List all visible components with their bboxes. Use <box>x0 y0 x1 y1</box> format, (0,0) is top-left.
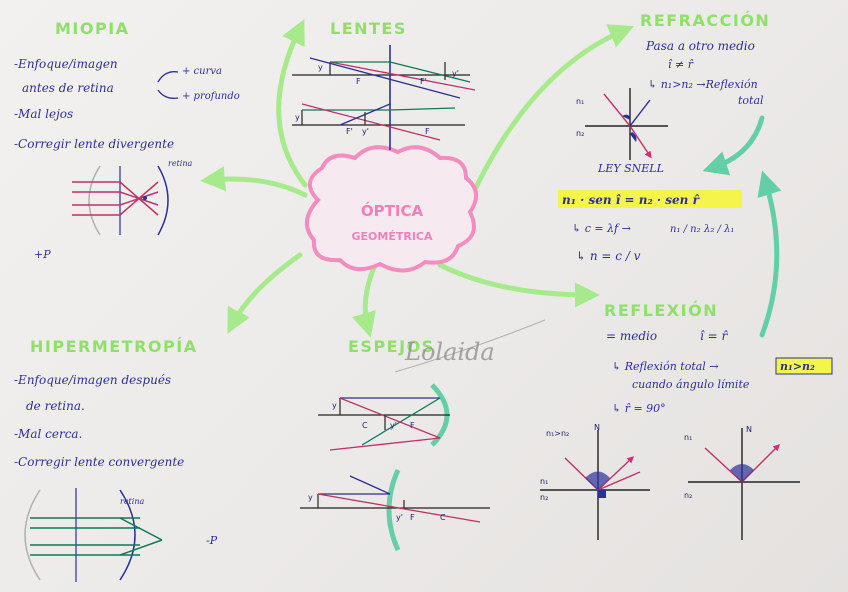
refraccion-diagram <box>585 88 668 160</box>
espejos-label-y2: y <box>308 493 313 502</box>
hipermetropia-p-label: -P <box>206 534 218 547</box>
espejos-diagram-2 <box>300 468 490 552</box>
lentes-diagram-1 <box>292 45 476 99</box>
miopia-note-3: -Mal lejos <box>14 107 73 121</box>
reflexion-d1-label-n1: n₁ <box>540 477 548 486</box>
miopia-retina-label: retina <box>168 159 192 168</box>
lentes-diagram-2 <box>292 95 465 150</box>
hipermetropia-note-4: -Corregir lente convergente <box>14 455 184 469</box>
hipermetropia-section: HIPERMETROPÍA -Enfoque/imagen después de… <box>14 337 218 582</box>
miopia-note-1: -Enfoque/imagen <box>14 57 118 71</box>
miopia-eye-diagram <box>72 165 169 236</box>
reflexion-note-6: ↳ r̂ = 90° <box>612 402 666 415</box>
refraccion-section: REFRACCIÓN Pasa a otro medio î ≠ r̂ ↳ n₁… <box>558 11 770 263</box>
reflexion-d2-label-N: N <box>746 425 752 434</box>
snell-label: LEY SNELL <box>597 162 664 175</box>
refraccion-title: REFRACCIÓN <box>640 11 770 30</box>
arrow-reflexion-to-snell <box>757 170 782 338</box>
refraccion-note-4: total <box>738 94 764 107</box>
lentes-label-yp2: y' <box>362 127 369 136</box>
connector-arrows <box>200 19 635 338</box>
lentes-label-y1: y <box>318 63 323 72</box>
reflexion-note-3: ↳ Reflexión total → <box>612 360 719 373</box>
miopia-section: MIOPIA -Enfoque/imagen antes de retina -… <box>14 19 240 261</box>
miopia-note-2: antes de retina <box>22 81 114 95</box>
arrow-refraccion-to-snell <box>702 115 765 176</box>
espejos-section: ESPEJOS y C y' F y y' F C <box>300 337 490 552</box>
miopia-note-4: -Corregir lente divergente <box>14 137 174 151</box>
center-line1: ÓPTICA <box>361 201 424 220</box>
miopia-p-label: +P <box>34 248 51 261</box>
espejos-label-y1: y <box>332 401 337 410</box>
espejos-label-yp1: y' <box>390 421 397 430</box>
teal-arrows <box>702 115 782 338</box>
reflexion-d1-label-n1gtn2: n₁>n₂ <box>546 429 569 438</box>
reflexion-diagram-1 <box>540 430 650 540</box>
lentes-label-fp1: F' <box>420 77 427 86</box>
reflexion-diagram-2 <box>688 428 800 540</box>
refraccion-c-line: ↳ c = λf → <box>572 222 631 235</box>
snell-highlight <box>558 190 742 208</box>
espejos-title: ESPEJOS <box>348 337 435 356</box>
refraccion-n2: n₂ <box>576 129 584 138</box>
central-cloud: ÓPTICA GEOMÉTRICA <box>305 145 478 273</box>
arrow-to-miopia <box>200 166 308 198</box>
lentes-title: LENTES <box>330 19 407 38</box>
espejos-label-c2: C <box>440 513 446 522</box>
lentes-label-fp2: F' <box>346 127 353 136</box>
lentes-label-f2: F <box>425 127 430 136</box>
reflexion-note-5: cuando ángulo límite <box>632 378 750 391</box>
espejos-label-f2: F <box>410 513 415 522</box>
arrow-to-reflexion <box>437 262 600 308</box>
center-line2: GEOMÉTRICA <box>351 230 432 243</box>
hipermetropia-eye-diagram <box>24 488 163 582</box>
espejos-label-c1: C <box>362 421 368 430</box>
miopia-branch-brace <box>157 71 179 99</box>
refraccion-ratio-left: n₁ / n₂ <box>670 224 701 235</box>
hipermetropia-retina-label: retina <box>120 497 144 506</box>
reflexion-d1-label-N: N <box>594 423 600 432</box>
refraccion-n-line: ↳ n = c / v <box>576 249 641 263</box>
reflexion-d2-label-n2: n₂ <box>684 491 692 500</box>
signature-stroke <box>394 319 546 373</box>
arrow-to-refraccion <box>467 24 635 203</box>
lentes-label-f1: F <box>356 77 361 86</box>
hipermetropia-title: HIPERMETROPÍA <box>30 337 198 356</box>
reflexion-highlight <box>775 357 833 375</box>
author-signature: Lolaida <box>404 338 495 366</box>
arrow-to-espejos <box>351 262 378 338</box>
espejos-label-yp2: y' <box>396 513 403 522</box>
miopia-title: MIOPIA <box>55 19 130 38</box>
refraccion-n1: n₁ <box>576 97 584 106</box>
hipermetropia-note-1: -Enfoque/imagen después <box>14 373 171 387</box>
arrow-to-hipermetropia <box>227 252 303 334</box>
reflexion-title: REFLEXIÓN <box>604 301 718 320</box>
miopia-branch-b: + profundo <box>182 91 240 102</box>
lentes-label-yp1: y' <box>452 69 459 78</box>
reflexion-d2-label-n1: n₁ <box>684 433 692 442</box>
reflexion-note-4: n₁>n₂ <box>780 360 815 373</box>
arrow-to-lentes <box>276 19 308 188</box>
snell-equation: n₁ · sen î = n₂ · sen r̂ <box>562 193 701 207</box>
refraccion-note-3: ↳ n₁>n₂ →Reflexión <box>648 78 758 91</box>
miopia-branch-a: + curva <box>182 66 222 77</box>
lentes-label-y2: y <box>295 113 300 122</box>
lentes-section: LENTES y F F' y' y F' y' F <box>292 19 476 150</box>
reflexion-d1-label-n2: n₂ <box>540 493 548 502</box>
reflexion-section: REFLEXIÓN = medio î = r̂ ↳ Reflexión tot… <box>540 301 833 540</box>
refraccion-note-2: î ≠ r̂ <box>668 58 694 71</box>
refraccion-ratio-right: λ₂ / λ₁ <box>703 224 734 235</box>
espejos-label-f1: F <box>410 421 415 430</box>
reflexion-note-1: = medio <box>606 329 657 343</box>
hipermetropia-note-3: -Mal cerca. <box>14 427 82 441</box>
hipermetropia-note-2: de retina. <box>26 399 85 413</box>
espejos-diagram-1 <box>318 383 450 451</box>
refraccion-note-1: Pasa a otro medio <box>645 39 755 53</box>
reflexion-note-2: î = r̂ <box>700 329 729 343</box>
